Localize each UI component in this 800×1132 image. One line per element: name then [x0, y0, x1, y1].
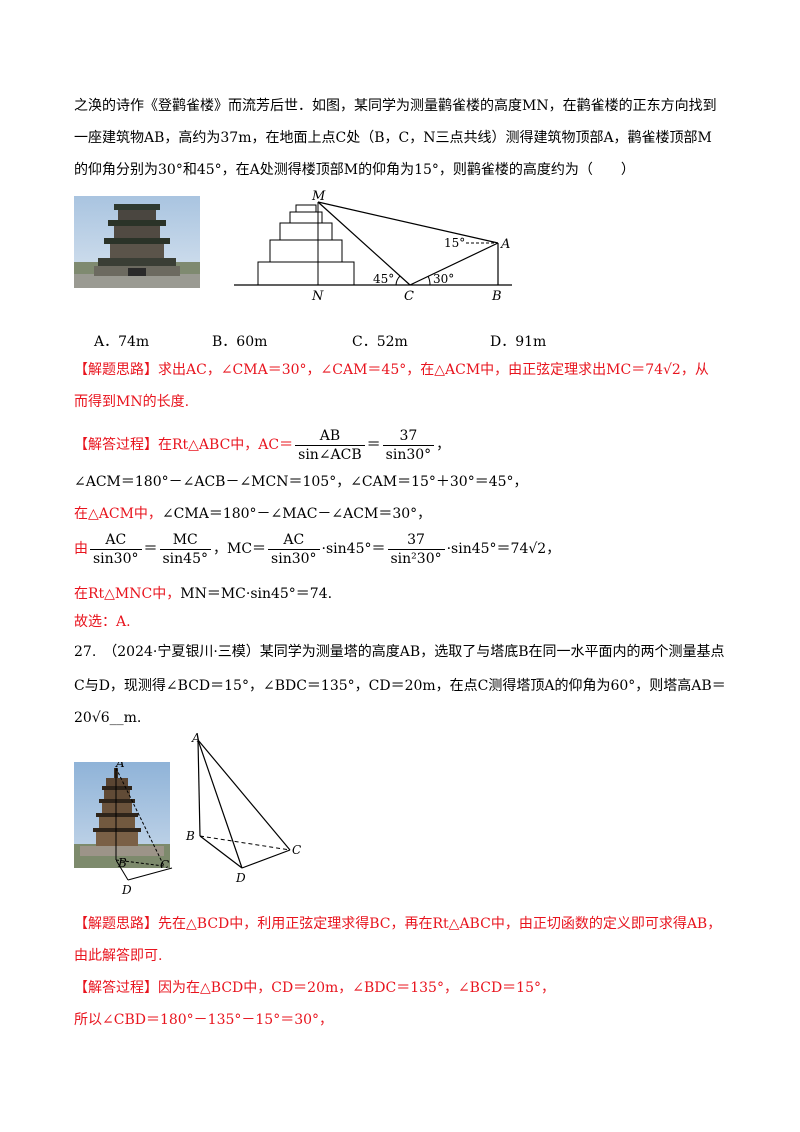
label-m: M — [311, 190, 326, 204]
process-label: 【解答过程】 — [74, 437, 158, 453]
idea-label: 【解题思路】 — [74, 362, 158, 378]
option-d[interactable]: D．91m — [490, 334, 547, 350]
answer-26: 故选：A. — [74, 614, 131, 630]
tetrahedron-diagram: A B C D — [185, 732, 301, 885]
photo-label-c: C — [160, 858, 170, 868]
problem27-line1: 27. （2024·宁夏银川·三模）某同学为测量塔的高度AB，选取了与塔底B在同… — [74, 644, 725, 660]
tower-geometry-diagram: M A N C B 15° 45° 30° — [234, 190, 512, 302]
solution-idea-26-line1: 【解题思路】求出AC，∠CMA＝30°，∠CAM＝45°，在△ACM中，由正弦定… — [74, 360, 709, 380]
problem26-line3: 的仰角分别为30°和45°，在A处测得楼顶部M的仰角为15°，则鹳雀楼的高度约为… — [74, 162, 635, 178]
solution-step3-26: 在△ACM中，∠CMA＝180°－∠MAC－∠ACM＝30°， — [74, 506, 432, 522]
idea-text: 求出AC，∠CMA＝30°，∠CAM＝45°，在△ACM中，由正弦定理求出MC＝… — [158, 362, 709, 378]
label-angle-15: 15° — [444, 236, 465, 250]
photo-base-lines: D — [116, 860, 173, 897]
photo-label-a: A — [116, 762, 125, 770]
tower-photo — [74, 196, 200, 288]
problem26-line2: 一座建筑物AB，高约为37m，在地面上点C处（B，C，N三点共线）测得建筑物顶部… — [74, 130, 712, 146]
label-angle-45: 45° — [373, 272, 394, 286]
solution-idea-26-line2: 而得到MN的长度. — [74, 394, 190, 410]
solution-step2-27: 所以∠CBD＝180°－135°－15°＝30°， — [74, 1012, 334, 1028]
step1-prefix: 在Rt△ABC中，AC＝ — [158, 437, 294, 453]
diagram-label-b: B — [185, 829, 195, 843]
solution-step5-26: 在Rt△MNC中，MN＝MC·sin45°＝74. — [74, 586, 333, 602]
problem26-line1: 之涣的诗作《登鹳雀楼》而流芳后世．如图，某同学为测量鹳雀楼的高度MN，在鹳雀楼的… — [74, 98, 717, 114]
diagram-label-d: D — [235, 871, 246, 885]
solution-idea-27-line2: 由此解答即可. — [74, 948, 163, 964]
solution-step2-26: ∠ACM＝180°－∠ACB－∠MCN＝105°，∠CAM＝15°＋30°＝45… — [74, 474, 528, 490]
label-a: A — [500, 237, 510, 252]
option-b[interactable]: B．60m — [212, 334, 268, 350]
photo-label-d: D — [121, 883, 132, 897]
pagoda-photo: A B C — [74, 762, 170, 868]
problem27-line2: C与D，现测得∠BCD＝15°，∠BDC＝135°，CD＝20m，在点C测得塔顶… — [74, 678, 726, 694]
option-c[interactable]: C．52m — [352, 334, 408, 350]
photo-label-b: B — [118, 856, 127, 868]
solution-idea-27-line1: 【解题思路】先在△BCD中，利用正弦定理求得BC，再在Rt△ABC中，由正切函数… — [74, 916, 722, 932]
label-c: C — [404, 289, 414, 302]
option-a[interactable]: A．74m — [94, 334, 150, 350]
solution-step1-27: 【解答过程】因为在△BCD中，CD＝20m，∠BDC＝135°，∠BCD＝15°… — [74, 980, 555, 996]
problem27-line3: 20√6__m. — [74, 710, 142, 726]
label-angle-30: 30° — [433, 272, 454, 286]
label-n: N — [311, 289, 324, 302]
diagram-label-c: C — [292, 843, 301, 857]
diagram-label-a: A — [191, 732, 201, 745]
label-b: B — [491, 289, 502, 302]
